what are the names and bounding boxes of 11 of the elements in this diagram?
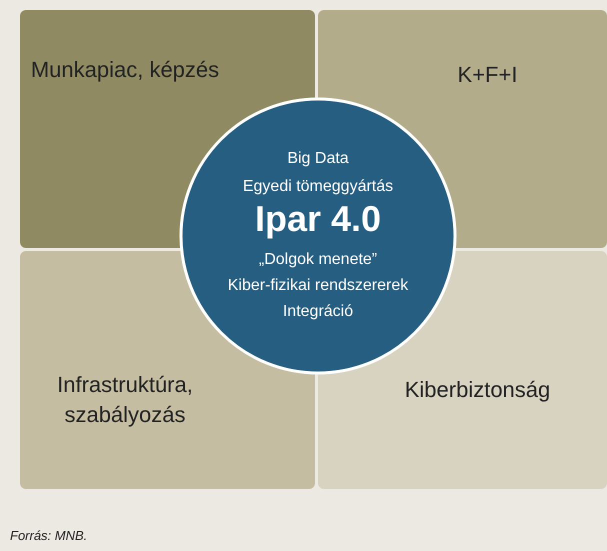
source-note: Forrás: MNB. [10,528,88,543]
keyword-text: „Dolgok menete” [258,251,378,270]
keyword-text: Kiber-fizikai rendszererek [226,277,410,296]
keyword-text: Integráció [282,303,354,322]
heading-text: Ipar 4.0 [254,198,382,240]
quadrant-label: Infrastruktúra, szabályozás [56,371,194,429]
keyword-text: Egyedi tömeggyártás [242,178,394,196]
quadrant-label: Kiberbiztonság [404,376,552,404]
quadrant-label: K+F+I [456,61,518,89]
quadrant-label: Munkapiac, képzés [30,56,220,84]
keyword-text: Big Data [286,150,350,168]
